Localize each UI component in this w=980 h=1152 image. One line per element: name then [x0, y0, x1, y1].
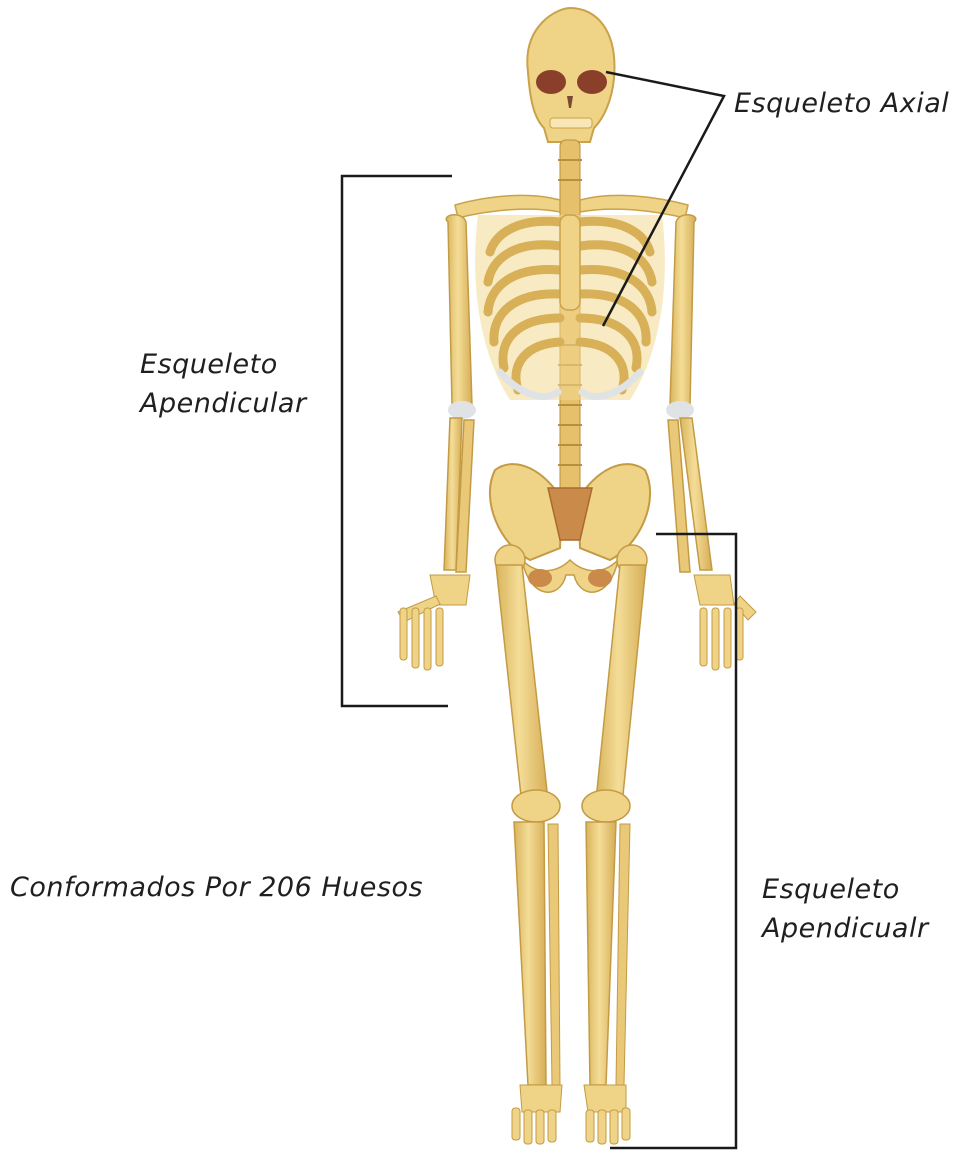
label-conformados: Conformados Por 206 Huesos [10, 868, 423, 907]
label-line-2: Apendicualr [762, 909, 929, 948]
label-line-2: Apendicular [140, 384, 307, 423]
label-line-1: Esqueleto [140, 345, 307, 384]
right-eye-socket [577, 70, 607, 94]
left-eye-socket [536, 70, 566, 94]
label-line-1: Esqueleto [762, 870, 929, 909]
ribcage [475, 215, 665, 400]
left-leg [495, 545, 562, 1144]
label-esqueleto-apendicular-upper: Esqueleto Apendicular [140, 345, 307, 423]
left-foot [512, 1085, 562, 1144]
label-esqueleto-apendicular-lower: Esqueleto Apendicualr [762, 870, 929, 948]
right-leg [582, 545, 647, 1144]
sternum [560, 215, 580, 310]
right-foot [584, 1085, 630, 1144]
left-arm [398, 215, 476, 670]
left-hand [398, 575, 470, 670]
skull [527, 8, 614, 142]
right-arm [666, 215, 756, 670]
right-hand [694, 575, 756, 670]
label-esqueleto-axial: Esqueleto Axial [734, 84, 949, 123]
